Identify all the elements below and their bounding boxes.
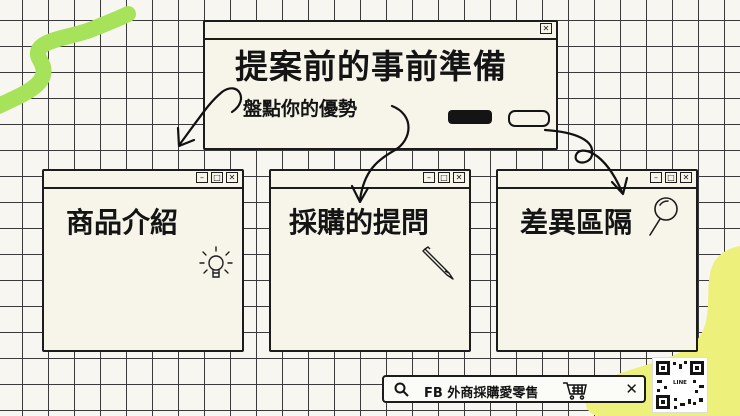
card-window-difference: – □ ✕ 差異區隔 <box>496 169 698 352</box>
pencil-icon <box>422 246 454 280</box>
lightbulb-icon <box>199 246 233 278</box>
card-titlebar: – □ ✕ <box>271 171 469 189</box>
subtitle: 盤點你的優勢 <box>243 98 358 120</box>
close-icon[interactable]: ✕ <box>680 172 692 183</box>
green-squiggle-decoration <box>0 6 136 115</box>
search-close-icon[interactable]: ✕ <box>625 380 638 398</box>
card-window-questions: – □ ✕ 採購的提問 <box>269 169 471 352</box>
close-icon[interactable]: ✕ <box>226 172 238 183</box>
minimize-icon[interactable]: – <box>196 172 208 183</box>
secondary-button[interactable] <box>508 110 550 127</box>
page-title: 提案前的事前準備 <box>235 47 507 86</box>
search-bar[interactable]: FB 外商採購愛零售 ✕ <box>382 375 646 403</box>
cart-icon <box>563 382 587 400</box>
main-window: ✕ 提案前的事前準備 盤點你的優勢 <box>203 20 558 150</box>
card-titlebar: – □ ✕ <box>44 171 242 189</box>
minimize-icon[interactable]: – <box>423 172 435 183</box>
minimize-icon[interactable]: – <box>650 172 662 183</box>
qr-code-pattern <box>656 361 704 409</box>
card-title: 商品介紹 <box>66 206 179 239</box>
search-icon <box>394 382 409 397</box>
card-title: 採購的提問 <box>289 206 430 239</box>
primary-button[interactable] <box>448 110 492 124</box>
search-text: FB 外商採購愛零售 <box>424 386 539 401</box>
magnifier-icon <box>649 197 678 236</box>
close-icon[interactable]: ✕ <box>453 172 465 183</box>
card-titlebar: – □ ✕ <box>498 171 696 189</box>
card-window-product: – □ ✕ 商品介紹 <box>42 169 244 352</box>
close-icon[interactable]: ✕ <box>540 23 552 34</box>
qr-line-label: LINE <box>673 380 687 386</box>
maximize-icon[interactable]: □ <box>211 172 223 183</box>
maximize-icon[interactable]: □ <box>665 172 677 183</box>
card-title: 差異區隔 <box>520 206 633 239</box>
qr-code: LINE <box>652 357 708 413</box>
main-window-titlebar: ✕ <box>205 22 556 40</box>
maximize-icon[interactable]: □ <box>438 172 450 183</box>
